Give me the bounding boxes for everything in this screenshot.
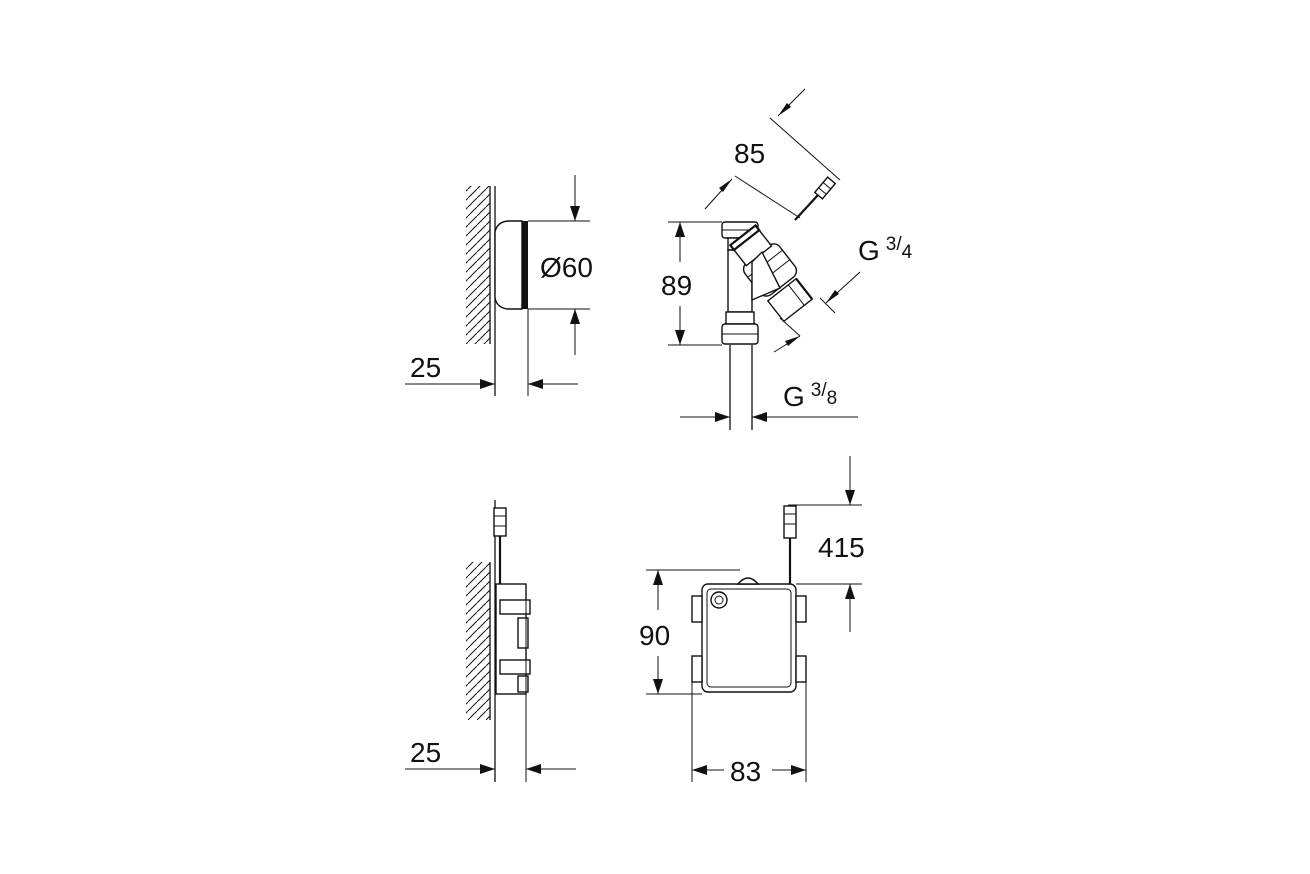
wall-hatching (466, 186, 490, 344)
box-height-label: 90 (639, 620, 670, 651)
box-depth-label: 25 (410, 737, 441, 768)
box-width-label: 83 (730, 756, 761, 787)
cable-plug (813, 176, 837, 200)
wall-rosette-side-view: Ø60 25 (405, 175, 593, 396)
diameter-label: Ø60 (540, 252, 593, 283)
front-plug (783, 505, 797, 539)
control-box-side-view: 25 (405, 500, 576, 782)
cable-length-label: 415 (818, 532, 865, 563)
wall-hatching-lower (466, 562, 490, 720)
box-screw (710, 591, 728, 609)
rosette-depth-label: 25 (410, 352, 441, 383)
side-plug (493, 507, 507, 537)
height-label: 89 (661, 270, 692, 301)
inlet-connector (766, 277, 814, 323)
rosette-body (494, 220, 523, 310)
rosette-cap (522, 221, 528, 309)
valve-cable (794, 194, 819, 221)
control-box-front-view: 415 90 83 (639, 456, 865, 787)
length-label: 85 (734, 138, 765, 169)
bottom-nut (725, 311, 755, 325)
